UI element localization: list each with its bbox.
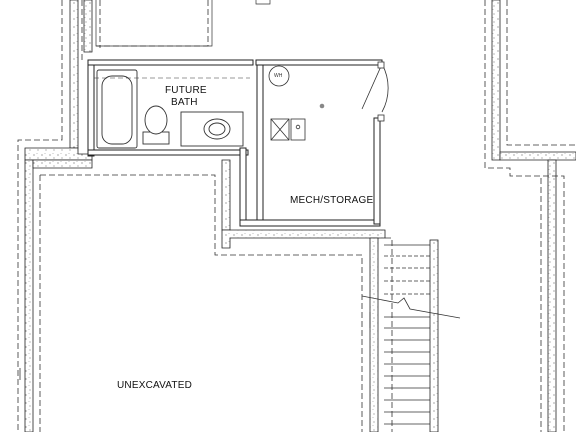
water-heater-icon <box>268 65 290 87</box>
future-bath-label-line2: BATH <box>171 97 198 108</box>
mech-room-walls <box>239 64 381 227</box>
foundation-walls <box>24 0 576 432</box>
floor-drain-icon <box>319 103 325 109</box>
sink-icon <box>180 111 244 147</box>
stair-break-icon <box>361 295 461 319</box>
future-bath-label-line1: FUTURE <box>165 85 207 96</box>
furnace-icon <box>270 118 306 141</box>
mech-storage-label: MECH/STORAGE <box>290 195 374 206</box>
unexcavated-label: UNEXCAVATED <box>117 380 192 391</box>
stair-treads <box>384 244 430 425</box>
door-swing-icon <box>361 61 389 122</box>
water-heater-label: WH <box>274 73 283 79</box>
toilet-icon <box>142 105 170 145</box>
stair-walls <box>429 239 439 432</box>
tick-marks <box>19 312 371 380</box>
bathtub-icon <box>96 69 138 149</box>
upper-room-outline <box>95 0 271 47</box>
